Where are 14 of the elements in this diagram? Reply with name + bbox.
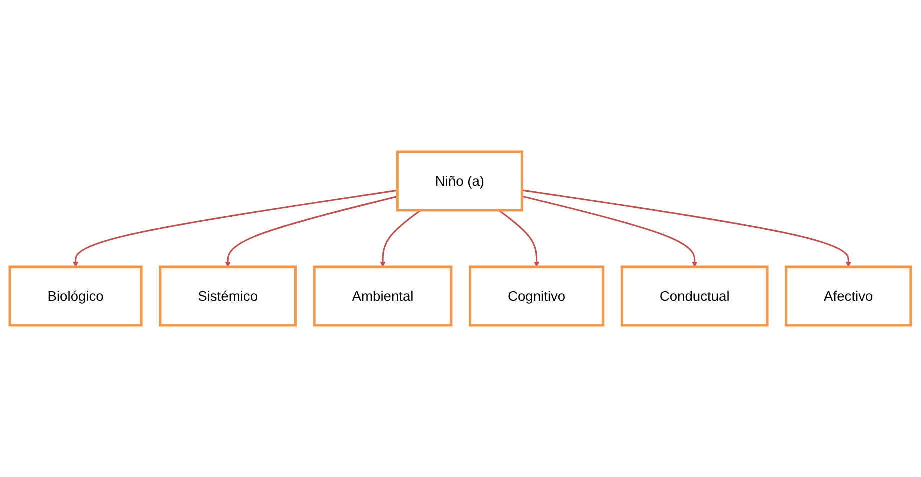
- node-box: [469, 266, 605, 326]
- node-box: [313, 266, 453, 326]
- node-box: [159, 266, 297, 326]
- arrow: [522, 195, 698, 268]
- diagram: Biológico Sistémico Ambiental Niño (a) Cognitivo Conductual Afectivo: [5, 146, 916, 330]
- node-box: [620, 266, 769, 326]
- arrow: [498, 210, 540, 268]
- node-box: [396, 150, 524, 212]
- arrow: [73, 190, 398, 268]
- arrow: [522, 189, 852, 268]
- arrow: [380, 210, 422, 268]
- node-box: [785, 266, 912, 326]
- arrow: [225, 196, 398, 268]
- node-box: [8, 266, 143, 326]
